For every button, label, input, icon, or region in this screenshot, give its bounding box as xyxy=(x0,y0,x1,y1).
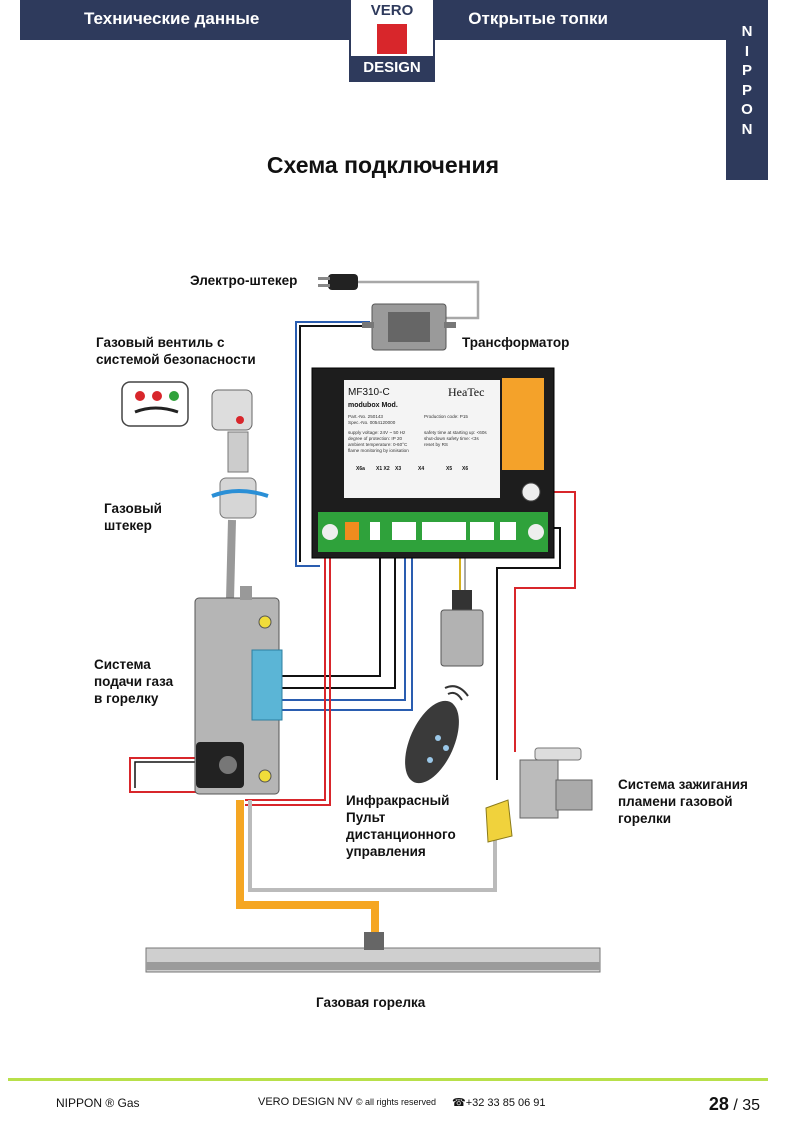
wire-box-valve-blue-2 xyxy=(275,540,413,711)
side-letter: P xyxy=(741,62,752,79)
gas-supply-unit xyxy=(194,586,283,795)
side-tab-nippon: N I P P O N xyxy=(726,0,768,180)
gas-line-grey xyxy=(248,800,497,892)
label-transformer: Трансформатор xyxy=(462,335,570,350)
box-brand-text: HeaTec xyxy=(448,385,484,399)
side-letter: N xyxy=(741,23,753,40)
page-title: Схема подключения xyxy=(266,152,500,178)
footer-phone: ☎+32 33 85 06 91 xyxy=(452,1097,546,1109)
terminal-label: X1 X2 xyxy=(376,466,390,472)
wire-transformer-blue xyxy=(295,321,370,567)
gas-valve-knob-icon xyxy=(121,381,253,431)
control-box xyxy=(311,367,555,559)
ir-receiver-icon xyxy=(440,590,484,667)
box-safety-line: shut-down safety time: <3s xyxy=(424,436,479,441)
box-spec-line: degree of protection: IP 20 xyxy=(348,436,403,441)
wire-box-valve-black-2 xyxy=(275,540,396,689)
box-safety-line: reset by RS xyxy=(424,442,448,447)
gas-line-orange xyxy=(236,800,379,935)
label-electric-plug: Электро-штекер xyxy=(190,273,298,288)
side-letter: N xyxy=(741,120,753,138)
side-letter: I xyxy=(744,42,750,60)
box-spec-line: ambient temperature: 0-60°C xyxy=(348,442,408,447)
vero-design-logo: VERO DESIGN xyxy=(349,0,435,82)
header-left-title: Технические данные xyxy=(84,9,260,28)
gas-plug-icon xyxy=(211,431,269,601)
terminal-label: X4 xyxy=(418,466,424,472)
wire-transformer-black xyxy=(299,325,370,562)
logo-bottom-text: DESIGN xyxy=(351,56,433,80)
box-model-text: MF310-C xyxy=(348,387,390,398)
box-spec-line: flame monitoring by ionisation xyxy=(348,448,409,453)
box-safety-line: safety time at starting up: <60s xyxy=(424,430,487,435)
wire-thermo xyxy=(134,761,200,788)
box-prod-code: Production code: P15 xyxy=(424,414,468,419)
box-sub-text: modubox Mod. xyxy=(348,402,398,409)
label-burner: Газовая горелка xyxy=(316,995,426,1010)
electric-plug-icon xyxy=(318,274,358,290)
wire-red-valve xyxy=(129,757,200,793)
side-letter: O xyxy=(741,101,753,118)
terminal-label: X3 xyxy=(395,466,401,472)
logo-red-square xyxy=(377,24,407,54)
footer-divider xyxy=(8,1078,768,1081)
footer-company: VERO DESIGN NV © all rights reserved xyxy=(258,1096,436,1108)
side-letter: P xyxy=(741,81,752,99)
header-right-title: Открытые топки xyxy=(468,9,608,28)
wire-red-ignition xyxy=(514,491,576,752)
page-number: 28 / 35 xyxy=(708,1094,760,1114)
wire-box-valve-blue-1 xyxy=(275,540,406,701)
wire-black-ignition xyxy=(496,527,561,780)
transformer-icon xyxy=(362,303,456,351)
box-spec-line: supply voltage: 24V ~ 50 Hz xyxy=(348,430,406,435)
terminal-label: X6 xyxy=(462,466,468,472)
terminal-label: X5 xyxy=(446,466,452,472)
box-spec-line: Part.-No. 250143 xyxy=(348,414,383,419)
wire-red-left-2 xyxy=(245,535,331,806)
ignition-system-icon xyxy=(485,747,593,843)
box-spec-line: Spec.-No. 0054120000 xyxy=(348,420,396,425)
wire-box-valve-black-1 xyxy=(275,540,381,677)
wire-plug-grey xyxy=(355,280,480,320)
gas-burner-icon xyxy=(145,932,601,973)
remote-control-icon xyxy=(405,685,469,784)
terminal-label: X6a xyxy=(356,466,365,472)
logo-top-text: VERO xyxy=(370,2,414,19)
footer-brand: NIPPON ® Gas xyxy=(56,1096,140,1110)
